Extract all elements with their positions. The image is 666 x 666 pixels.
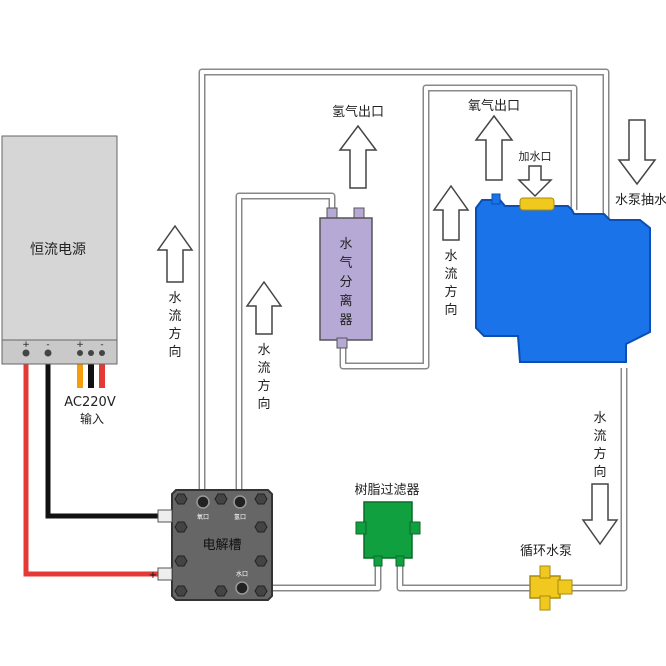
flow-char: 流 — [257, 361, 270, 376]
power-terminal-plus: + — [22, 340, 30, 350]
hydrogen-outlet-label: 氢气出口 — [332, 104, 384, 120]
pump-inlet: 水泵抽水 — [615, 119, 666, 208]
flow-char: 水 — [168, 291, 181, 306]
flow-char: 向 — [444, 302, 457, 318]
flow-char: 水 — [444, 249, 457, 264]
water-tank — [475, 193, 651, 363]
flow-char: 水 — [593, 411, 606, 426]
separator-char-2: 分 — [339, 275, 352, 290]
flow-direction-1: 水 流 方 向 — [156, 224, 194, 360]
fill-port-arrow-icon — [517, 165, 553, 198]
filter-label: 树脂过滤器 — [354, 483, 419, 498]
flow-char: 向 — [168, 344, 181, 360]
flow-char: 流 — [444, 267, 457, 282]
flow-char: 流 — [593, 429, 606, 444]
ac-terminal-minus: - — [100, 340, 103, 350]
flow-direction-2: 水 流 方 向 — [245, 280, 283, 412]
flow-direction-4: 水 流 方 向 — [581, 411, 619, 546]
resin-filter: 树脂过滤器 — [354, 483, 421, 567]
ac-input-sublabel: 输入 — [80, 411, 104, 426]
flow-char: 方 — [168, 326, 181, 342]
pump-label: 循环水泵 — [520, 544, 572, 559]
electrolyzer-port-oxygen: 氧口 — [197, 513, 209, 521]
flow-char: 方 — [593, 446, 606, 462]
flow-down-arrow-icon — [581, 483, 619, 546]
fill-port: 加水口 — [517, 150, 553, 198]
flow-char: 向 — [593, 464, 606, 480]
oxygen-outlet-label: 氧气出口 — [468, 98, 520, 114]
flow-char: 水 — [257, 343, 270, 358]
hydrogen-outlet: 氢气出口 — [332, 104, 384, 189]
flow-up-arrow-icon — [156, 224, 194, 283]
electrolyzer-port-water: 水口 — [236, 570, 248, 578]
oxygen-outlet-arrow-icon — [474, 114, 514, 181]
ac-terminal-plus: + — [76, 340, 84, 350]
fill-port-label: 加水口 — [519, 150, 552, 163]
pump-inlet-arrow-icon — [617, 119, 657, 186]
oxygen-outlet: 氧气出口 — [468, 98, 520, 181]
hydrogen-outlet-arrow-icon — [338, 124, 378, 189]
flow-up-arrow-icon — [245, 280, 283, 335]
power-supply: 恒流电源 + - + - AC220V 输入 — [1, 135, 118, 426]
power-terminal-minus: - — [46, 340, 49, 350]
electrolyzer-terminal-minus: - — [151, 512, 155, 523]
wires — [23, 348, 160, 577]
wire-negative — [45, 348, 160, 519]
power-supply-label: 恒流电源 — [30, 242, 86, 258]
separator-char-0: 水 — [339, 237, 352, 252]
flow-char: 流 — [168, 309, 181, 324]
flow-up-arrow-icon — [432, 184, 470, 241]
fill-port-cap — [519, 197, 555, 211]
electrolyzer-port-hydrogen: 氢口 — [234, 513, 246, 521]
pipe-circulation — [396, 368, 628, 592]
ac-input-label: AC220V — [64, 395, 116, 410]
water-gas-separator: 水 气 分 离 器 — [319, 207, 373, 349]
flow-direction-3: 水 流 方 向 — [432, 184, 470, 318]
flow-char: 方 — [257, 378, 270, 394]
pump-inlet-label: 水泵抽水 — [615, 193, 666, 208]
flow-char: 向 — [257, 396, 270, 412]
electrolyzer: 氧口 氢口 水口 电解槽 - + — [149, 489, 273, 601]
pipes — [198, 68, 628, 592]
electrolyzer-label: 电解槽 — [202, 538, 241, 553]
pipe-hydrogen — [235, 192, 336, 496]
circulation-pump: 循环水泵 — [520, 544, 573, 611]
flow-char: 方 — [444, 284, 457, 300]
separator-char-3: 离 — [339, 293, 352, 309]
separator-char-1: 气 — [339, 255, 352, 271]
wire-positive — [23, 348, 160, 577]
electrolyzer-terminal-plus: + — [149, 570, 157, 581]
separator-char-4: 器 — [339, 313, 352, 328]
